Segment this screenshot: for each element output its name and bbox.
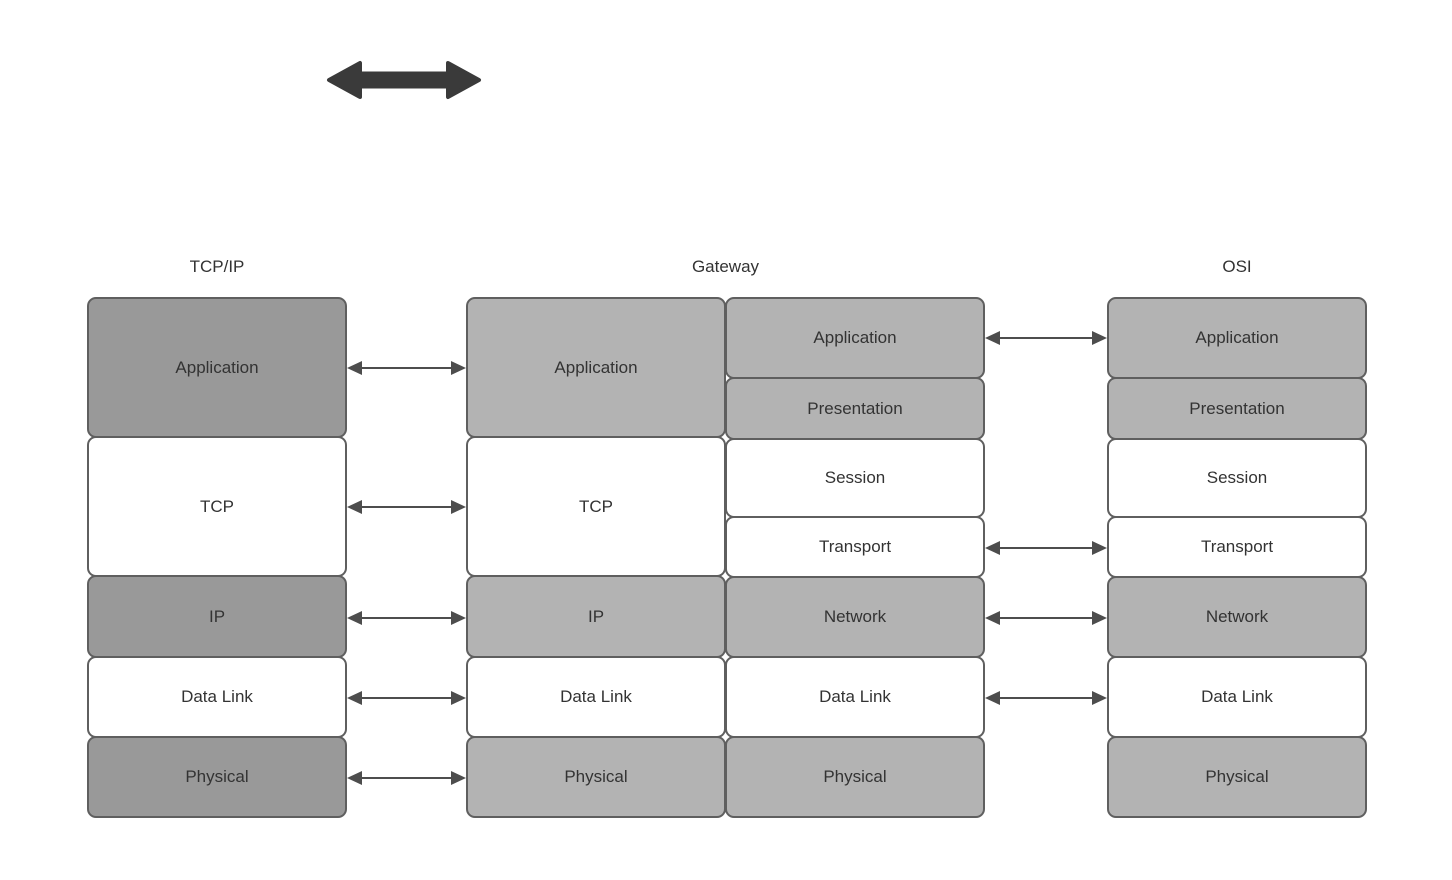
gateway-right-layer-data-link: Data Link [725,656,985,738]
tcpip-layer-data-link: Data Link [87,656,347,738]
tcpip-layer-tcp: TCP [87,436,347,577]
double-headed-arrow-icon [327,61,481,99]
arrow-gateway-osi-transport [985,538,1107,558]
gateway-left-layer-ip: IP [466,575,726,658]
tcpip-layer-application: Application [87,297,347,438]
osi-layer-application: Application [1107,297,1367,379]
osi-layer-presentation: Presentation [1107,377,1367,440]
osi-layer-session: Session [1107,438,1367,518]
osi-layer-transport: Transport [1107,516,1367,578]
gateway-right-layer-presentation: Presentation [725,377,985,440]
gateway-right-layer-physical: Physical [725,736,985,818]
gateway-right-layer-network: Network [725,576,985,658]
arrow-tcpip-gateway-physical [347,768,466,788]
arrow-tcpip-gateway-ip [347,608,466,628]
tcpip-column-title: TCP/IP [189,257,245,276]
gateway-right-layer-application: Application [725,297,985,379]
osi-layer-data-link: Data Link [1107,656,1367,738]
gateway-left-stack: Application TCP IP Data Link Physical [466,297,726,818]
gateway-right-layer-session: Session [725,438,985,518]
arrow-gateway-osi-network [985,608,1107,628]
osi-layer-network: Network [1107,576,1367,658]
gateway-right-stack: Application Presentation Session Transpo… [725,297,985,818]
arrow-gateway-osi-application [985,328,1107,348]
osi-stack: Application Presentation Session Transpo… [1107,297,1367,818]
arrow-tcpip-gateway-application [347,358,466,378]
osi-layer-physical: Physical [1107,736,1367,818]
gateway-left-layer-tcp: TCP [466,436,726,577]
arrow-tcpip-gateway-data-link [347,688,466,708]
arrow-gateway-osi-data-link [985,688,1107,708]
tcpip-stack: Application TCP IP Data Link Physical [87,297,347,818]
gateway-column-title: Gateway [691,257,760,276]
gateway-left-layer-data-link: Data Link [466,656,726,738]
arrow-tcpip-gateway-tcp [347,497,466,517]
osi-column-title: OSI [1222,257,1252,276]
gateway-right-layer-transport: Transport [725,516,985,578]
tcpip-layer-physical: Physical [87,736,347,818]
tcpip-layer-ip: IP [87,575,347,658]
gateway-left-layer-physical: Physical [466,736,726,818]
gateway-left-layer-application: Application [466,297,726,438]
